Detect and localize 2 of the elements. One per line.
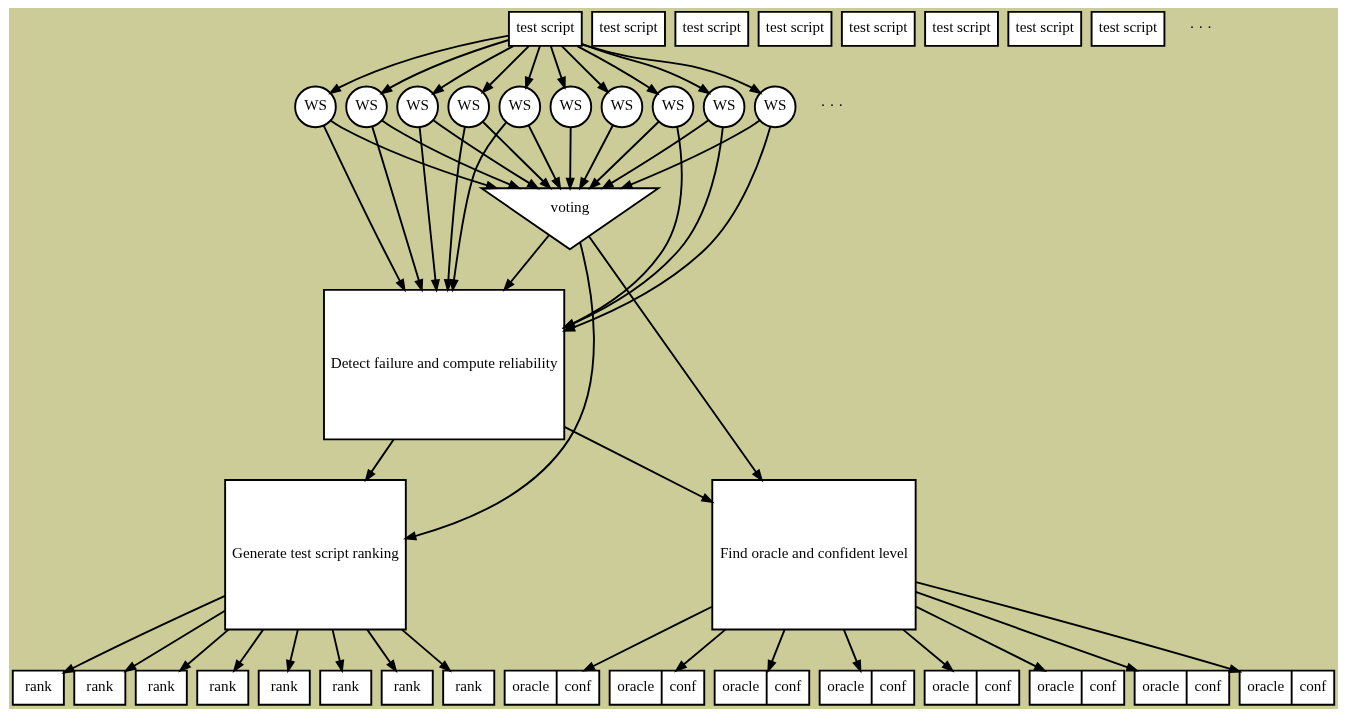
label: · · ·	[820, 97, 843, 114]
label: · · ·	[1189, 19, 1212, 36]
